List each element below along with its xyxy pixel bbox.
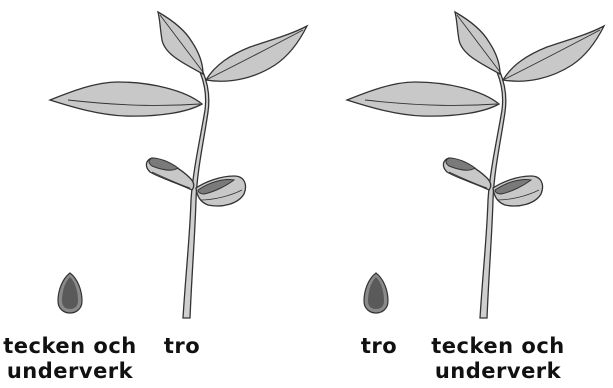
seed-label-left-line-1: tecken och (0, 334, 140, 359)
seed-label-left: tecken och underverk (0, 334, 140, 384)
plant-label-right-text: tro (349, 334, 409, 359)
right-seed (364, 273, 388, 313)
plant-label-right: tro (349, 334, 409, 359)
seed-label-right-line-2: underverk (428, 359, 568, 384)
left-plant (50, 12, 307, 318)
right-plant (347, 12, 604, 318)
plant-label-left: tro (152, 334, 212, 359)
plant-label-left-text: tro (152, 334, 212, 359)
seed-label-right: tecken och underverk (428, 334, 568, 384)
seed-label-right-line-1: tecken och (428, 334, 568, 359)
seed-label-left-line-2: underverk (0, 359, 140, 384)
left-seed (58, 273, 82, 313)
